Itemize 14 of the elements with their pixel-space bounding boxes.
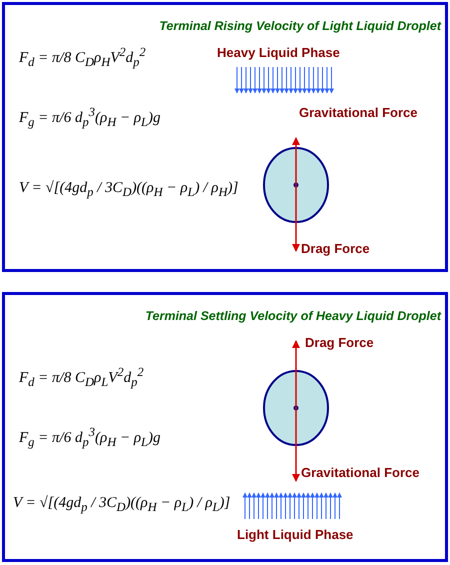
panel-title: Terminal Settling Velocity of Heavy Liquid Droplet [145, 309, 441, 323]
force-label: Drag Force [301, 241, 370, 256]
formula: V = √[(4gd$_{p}$ / 3C$_{D}$)((ρ$_{H}$ − ρ$_{L}$) / ρ$_{H}$)] [19, 180, 238, 200]
formula: V = √[(4gd$_{p}$ / 3C$_{D}$)((ρ$_{H}$ − ρ$_{L}$) / ρ$_{L}$)] [13, 495, 230, 515]
phase-label: Heavy Liquid Phase [217, 45, 340, 60]
force-label: Drag Force [305, 335, 374, 350]
force-label: Gravitational Force [301, 465, 420, 480]
formula: F$_{g}$ = π/6 d$_{p}$$^{3}$(ρ$_{H}$ − ρ$_{L}$)g [19, 105, 160, 130]
panel [2, 292, 448, 562]
phase-label: Light Liquid Phase [237, 527, 354, 542]
panel [2, 2, 448, 272]
formula: F$_{g}$ = π/6 d$_{p}$$^{3}$(ρ$_{H}$ − ρ$_{L}$)g [19, 425, 160, 450]
panel-title: Terminal Rising Velocity of Light Liquid Droplet [159, 19, 441, 33]
force-label: Gravitational Force [299, 105, 418, 120]
